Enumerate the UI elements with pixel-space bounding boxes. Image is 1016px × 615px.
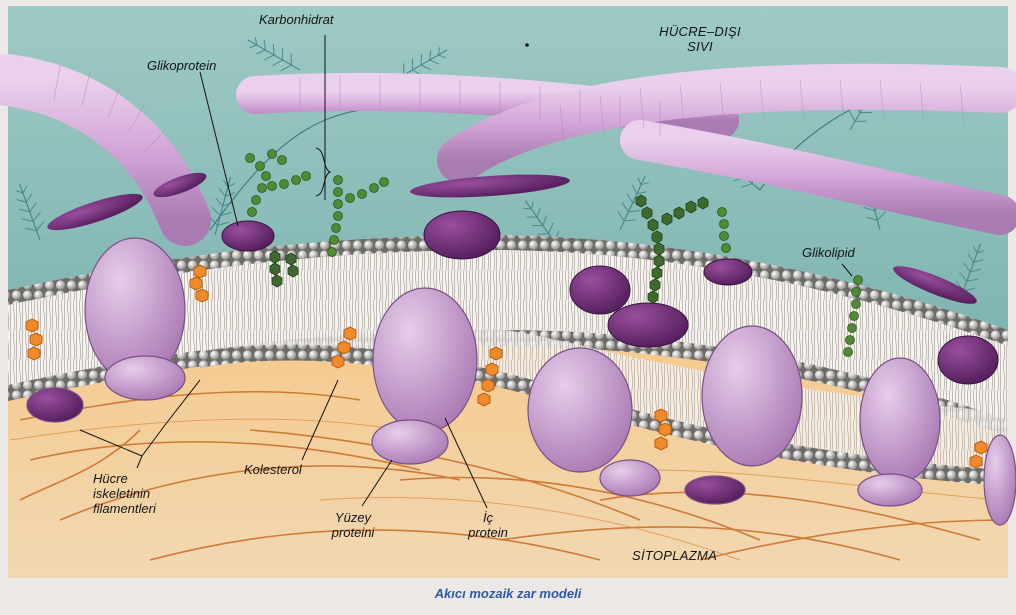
label-surface-protein-line2: proteini bbox=[318, 525, 388, 540]
label-glycoprotein: Glikoprotein bbox=[147, 58, 216, 73]
label-surface-protein: Yüzey proteini bbox=[318, 510, 388, 540]
label-cytoplasm: SİTOPLAZMA bbox=[632, 548, 717, 563]
label-extracellular-fluid-line1: HÜCRE–DIŞI bbox=[648, 24, 752, 39]
label-integral-protein: İç protein bbox=[458, 510, 518, 540]
label-integral-protein-line2: protein bbox=[458, 525, 518, 540]
label-surface-protein-line1: Yüzey bbox=[318, 510, 388, 525]
label-carbohydrate: Karbonhidrat bbox=[259, 12, 333, 27]
figure-caption: Akıcı mozaik zar modeli bbox=[0, 586, 1016, 601]
label-integral-protein-line1: İç bbox=[458, 510, 518, 525]
label-cytoskeleton: Hücre iskeletinin filamentleri bbox=[93, 471, 156, 516]
label-extracellular-fluid-line2: SIVI bbox=[648, 39, 752, 54]
label-glycolipid: Glikolipid bbox=[802, 245, 855, 260]
label-cholesterol: Kolesterol bbox=[244, 462, 302, 477]
label-extracellular-fluid: HÜCRE–DIŞI SIVI bbox=[648, 24, 752, 54]
label-cytoskeleton-line3: filamentleri bbox=[93, 501, 156, 516]
label-cytoskeleton-line1: Hücre bbox=[93, 471, 156, 486]
label-cytoskeleton-line2: iskeletinin bbox=[93, 486, 156, 501]
